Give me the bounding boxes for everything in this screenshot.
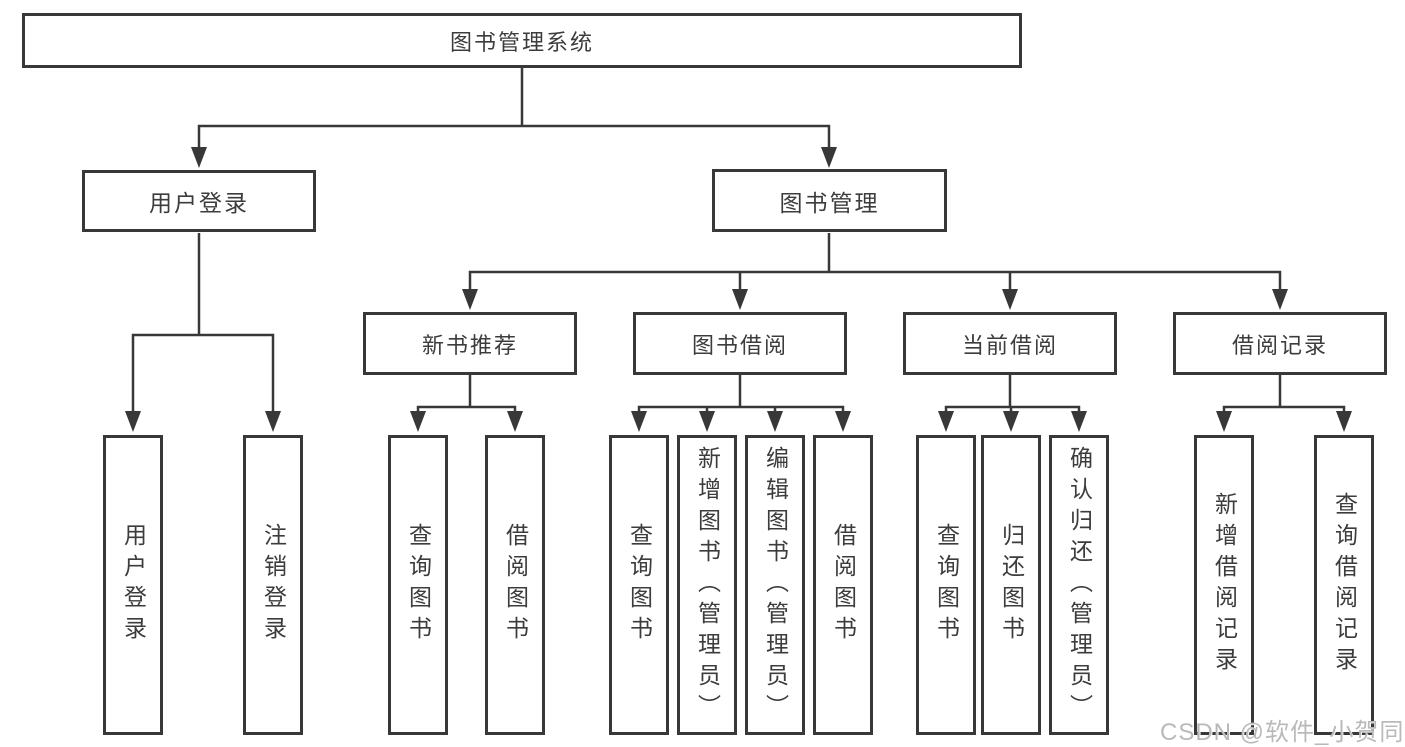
leaf-add-borrow-record-label: 新增借阅记录 bbox=[1211, 492, 1238, 678]
node-user-login-label: 用户登录 bbox=[149, 190, 249, 216]
leaf-user-login: 用户登录 bbox=[103, 435, 163, 735]
leaf-query-book-borrow-label: 查询图书 bbox=[626, 523, 653, 647]
node-root-system: 图书管理系统 bbox=[22, 13, 1022, 68]
leaf-borrow-book: 借阅图书 bbox=[813, 435, 873, 735]
leaf-add-book-admin-label: 新增图书（管理员） bbox=[694, 445, 721, 725]
leaf-query-book-current: 查询图书 bbox=[916, 435, 976, 735]
node-new-book-recommend: 新书推荐 bbox=[363, 312, 577, 375]
node-borrowing-records-label: 借阅记录 bbox=[1231, 332, 1328, 358]
node-new-book-recommend-label: 新书推荐 bbox=[421, 332, 518, 358]
leaf-query-borrow-record-label: 查询借阅记录 bbox=[1331, 492, 1358, 678]
leaf-edit-book-admin: 编辑图书（管理员） bbox=[745, 435, 805, 735]
leaf-query-book-borrow: 查询图书 bbox=[609, 435, 669, 735]
leaf-query-borrow-record: 查询借阅记录 bbox=[1314, 435, 1374, 735]
node-book-borrowing: 图书借阅 bbox=[633, 312, 847, 375]
leaf-add-borrow-record: 新增借阅记录 bbox=[1194, 435, 1254, 735]
leaf-add-book-admin: 新增图书（管理员） bbox=[677, 435, 737, 735]
leaf-logout-label: 注销登录 bbox=[260, 523, 287, 647]
leaf-user-login-label: 用户登录 bbox=[120, 523, 147, 647]
leaf-query-book-recommend: 查询图书 bbox=[388, 435, 448, 735]
leaf-confirm-return-admin: 确认归还（管理员） bbox=[1049, 435, 1109, 735]
leaf-return-book-label: 归还图书 bbox=[998, 523, 1025, 647]
node-current-borrowing-label: 当前借阅 bbox=[961, 332, 1058, 358]
node-book-management: 图书管理 bbox=[712, 169, 947, 232]
leaf-borrow-book-recommend: 借阅图书 bbox=[485, 435, 545, 735]
node-borrowing-records: 借阅记录 bbox=[1173, 312, 1387, 375]
leaf-logout: 注销登录 bbox=[243, 435, 303, 735]
leaf-borrow-book-recommend-label: 借阅图书 bbox=[502, 523, 529, 647]
leaf-return-book: 归还图书 bbox=[981, 435, 1041, 735]
node-book-borrowing-label: 图书借阅 bbox=[691, 332, 788, 358]
leaf-query-book-recommend-label: 查询图书 bbox=[405, 523, 432, 647]
node-root-label: 图书管理系统 bbox=[449, 29, 594, 55]
leaf-edit-book-admin-label: 编辑图书（管理员） bbox=[762, 445, 789, 725]
node-current-borrowing: 当前借阅 bbox=[903, 312, 1117, 375]
leaf-borrow-book-label: 借阅图书 bbox=[830, 523, 857, 647]
node-book-management-label: 图书管理 bbox=[779, 189, 880, 216]
csdn-watermark: CSDN @软件_小贺同学 bbox=[1160, 719, 1405, 746]
leaf-query-book-current-label: 查询图书 bbox=[933, 523, 960, 647]
node-user-login: 用户登录 bbox=[82, 170, 316, 232]
leaf-confirm-return-admin-label: 确认归还（管理员） bbox=[1066, 445, 1093, 725]
